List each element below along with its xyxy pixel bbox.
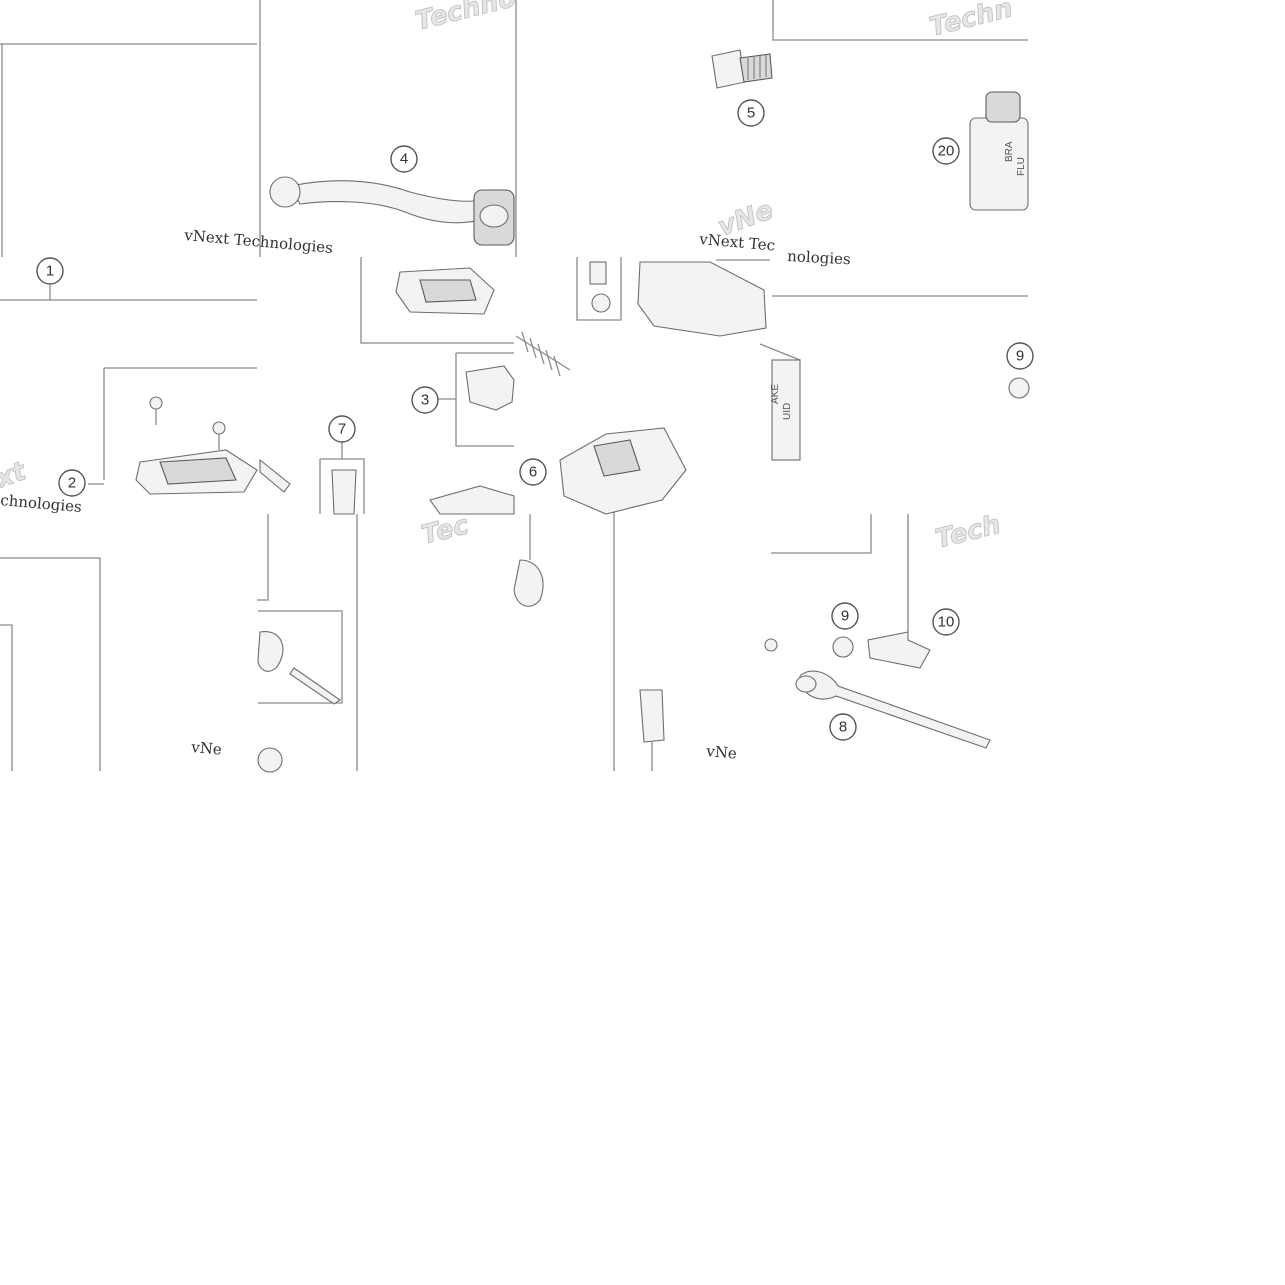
callout-4: 4 <box>390 145 418 173</box>
callout-6: 6 <box>519 458 547 486</box>
sleeve <box>259 458 357 515</box>
brake-fluid-bottle-lower: AKE UID <box>770 359 801 461</box>
svg-text:3: 3 <box>421 392 429 409</box>
svg-text:Techno: Techno <box>412 0 519 37</box>
svg-text:vNext Tec: vNext Tec <box>698 230 776 255</box>
frame-lines <box>0 0 1028 771</box>
svg-text:Tech: Tech <box>932 510 1003 555</box>
callout-2: 2 <box>58 469 86 497</box>
svg-text:8: 8 <box>839 719 847 736</box>
svg-text:10: 10 <box>938 614 955 631</box>
callout-9b: 9 <box>831 602 859 630</box>
svg-text:vNe: vNe <box>190 738 223 759</box>
spring <box>515 331 571 377</box>
svg-text:9: 9 <box>1016 348 1024 365</box>
svg-text:Tec: Tec <box>418 510 472 551</box>
svg-text:AKE: AKE <box>770 384 781 404</box>
svg-text:2: 2 <box>68 475 76 492</box>
reservoir-tank <box>429 427 687 607</box>
svg-text:7: 7 <box>338 421 346 438</box>
svg-text:BRA: BRA <box>1004 141 1015 162</box>
svg-text:vNe: vNe <box>705 742 738 763</box>
svg-text:nologies: nologies <box>787 247 851 268</box>
callout-3: 3 <box>411 386 439 414</box>
svg-text:20: 20 <box>938 143 955 160</box>
reservoir-cap <box>395 267 495 315</box>
svg-text:UID: UID <box>782 403 793 420</box>
callout-8: 8 <box>829 713 857 741</box>
brake-hose-set <box>764 377 1030 749</box>
reservoir-cover <box>135 396 258 495</box>
pin-set <box>257 631 341 773</box>
svg-text:Techn: Techn <box>926 0 1015 43</box>
brake-switch <box>639 689 665 771</box>
brake-lever <box>269 176 515 246</box>
adjusting-bolt <box>711 49 773 89</box>
callout-20: 20 <box>932 137 960 165</box>
svg-text:9: 9 <box>841 608 849 625</box>
svg-text:xt: xt <box>0 456 31 495</box>
brake-fluid-bottle: BRA FLU <box>969 91 1029 211</box>
master-cylinder <box>589 259 801 441</box>
svg-text:6: 6 <box>529 464 537 481</box>
diaphragm <box>465 365 515 411</box>
svg-text:1: 1 <box>46 263 54 280</box>
callout-5: 5 <box>737 99 765 127</box>
callout-1: 1 <box>36 257 64 285</box>
callout-10: 10 <box>932 608 960 636</box>
svg-text:4: 4 <box>400 151 408 168</box>
svg-text:vNext Technologies: vNext Technologies <box>183 226 334 257</box>
svg-text:5: 5 <box>747 105 755 122</box>
callout-7: 7 <box>328 415 356 443</box>
callout-9a: 9 <box>1006 342 1034 370</box>
svg-text:FLU: FLU <box>1016 157 1027 176</box>
